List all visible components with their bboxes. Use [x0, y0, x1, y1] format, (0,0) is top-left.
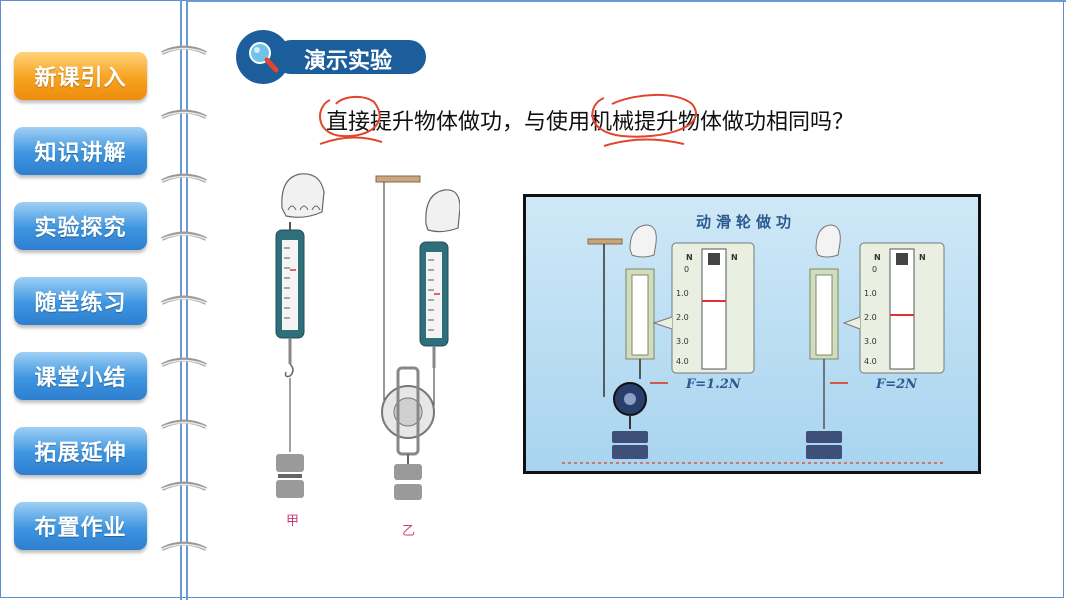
scale-tick-label: 0 — [872, 265, 878, 274]
nav-item-intro[interactable]: 新课引入 — [14, 52, 147, 100]
scale-tick-label: 2.0 — [864, 313, 877, 322]
nav-item-extension[interactable]: 拓展延伸 — [14, 427, 147, 475]
binder-ring — [161, 295, 207, 305]
nav-item-homework[interactable]: 布置作业 — [14, 502, 147, 550]
binder-ring — [161, 173, 207, 183]
sidebar-divider — [186, 0, 188, 600]
binder-ring — [161, 481, 207, 491]
sidebar-divider — [180, 0, 182, 600]
binder-ring — [161, 109, 207, 119]
binder-ring — [161, 231, 207, 241]
nav-item-label: 知识讲解 — [34, 141, 127, 166]
nav-item-summary[interactable]: 课堂小结 — [14, 352, 147, 400]
figure-title: 动滑轮做功 — [696, 213, 797, 231]
figure-label-b: 乙 — [402, 524, 416, 539]
nav-item-label: 布置作业 — [34, 516, 127, 541]
spring-scale-illustration — [275, 173, 460, 500]
scale-unit-label: N — [919, 253, 926, 262]
nav-item-explain[interactable]: 知识讲解 — [14, 127, 147, 175]
nav-item-label: 实验探究 — [34, 216, 127, 241]
binder-ring — [161, 541, 207, 551]
binder-ring — [161, 45, 207, 55]
nav-item-label: 新课引入 — [34, 66, 127, 91]
section-title: 演示实验 — [304, 49, 393, 74]
section-title-badge: 演示实验 — [236, 30, 426, 84]
scale-tick-label: 1.0 — [864, 289, 877, 298]
scale-tick-label: 4.0 — [864, 357, 877, 366]
scale-tick-label: 1.0 — [676, 289, 689, 298]
binder-ring — [161, 357, 207, 367]
figure-label-a: 甲 — [286, 514, 300, 529]
nav-item-label: 随堂练习 — [34, 291, 127, 316]
scale-tick-label: 2.0 — [676, 313, 689, 322]
scale-unit-label: N — [874, 253, 881, 262]
handwritten-annotation — [319, 94, 697, 147]
scale-unit-label: N — [686, 253, 693, 262]
binder-ring — [161, 419, 207, 429]
nav-item-experiment[interactable]: 实验探究 — [14, 202, 147, 250]
nav-item-label: 课堂小结 — [34, 366, 127, 391]
pulley-work-figure: 动滑轮做功 N — [523, 194, 981, 474]
top-divider — [188, 0, 1066, 2]
question-text: 直接提升物体做功，与使用机械提升物体做功相同吗？ — [326, 110, 855, 135]
scale-tick-label: 0 — [684, 265, 690, 274]
magnifier-icon — [249, 42, 279, 73]
nav-item-practice[interactable]: 随堂练习 — [14, 277, 147, 325]
scale-unit-label: N — [731, 253, 738, 262]
force-reading-right: F=2N — [876, 377, 918, 392]
scale-tick-label: 3.0 — [676, 337, 689, 346]
pulley-diagram — [562, 224, 946, 464]
scale-tick-label: 3.0 — [864, 337, 877, 346]
scale-tick-label: 4.0 — [676, 357, 689, 366]
force-reading-left: F=1.2N — [686, 377, 741, 392]
section-title-bar — [274, 40, 426, 74]
nav-item-label: 拓展延伸 — [34, 441, 127, 466]
